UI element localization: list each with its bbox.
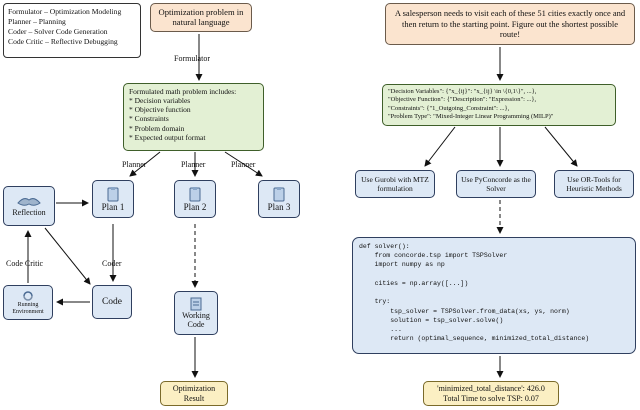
- final-result-box: 'minimized_total_distance': 426.0 Total …: [423, 381, 559, 406]
- final-line: Total Time to solve TSP: 0.07: [443, 393, 539, 403]
- structured-line: "Problem Type": "Mixed-Integer Linear Pr…: [388, 112, 554, 120]
- running-env-line: Environment: [12, 308, 44, 315]
- legend-line: Formulator – Optimization Modeling: [8, 7, 122, 16]
- code-line: [359, 288, 629, 297]
- arrow-formulated-to-plan3: [224, 151, 263, 177]
- code-line: tsp_solver = TSPSolver.from_data(xs, ys,…: [359, 307, 570, 315]
- formulated-item: * Decision variables: [129, 96, 191, 106]
- solver-code-block: def solver(): from concorde.tsp import T…: [352, 237, 636, 354]
- plan-2-box: Plan 2: [174, 180, 216, 218]
- plan-label: Plan 2: [183, 201, 207, 212]
- result-line: Result: [183, 393, 205, 403]
- optimization-result-box: Optimization Result: [160, 381, 228, 406]
- planner-label: Planner: [181, 160, 206, 169]
- code-line: import numpy as np: [359, 261, 445, 269]
- code-line: solution = tsp_solver.solve(): [359, 316, 504, 324]
- working-code-box: Working Code: [174, 291, 218, 335]
- result-line: Optimization: [172, 383, 216, 393]
- question-text: A salesperson needs to visit each of the…: [394, 8, 626, 40]
- formulated-problem-box: Formulated math problem includes: * Deci…: [123, 83, 264, 151]
- arrow-reflection-to-code: [44, 227, 91, 285]
- method-label: Use OR-Tools for Heuristic Methods: [566, 175, 622, 193]
- running-env-line: Running: [17, 301, 39, 308]
- clipboard-icon: [189, 186, 201, 202]
- method-label: Use PyConcorde as the Solver: [461, 175, 531, 193]
- formulator-label: Formulator: [174, 54, 210, 63]
- recycle-icon: [23, 291, 33, 301]
- method-ortools-box: Use OR-Tools for Heuristic Methods: [554, 170, 634, 198]
- legend-line: Planner – Planning: [8, 17, 66, 27]
- arrow-formulated-to-plan1: [129, 151, 161, 177]
- coder-label: Coder: [102, 259, 122, 268]
- planner-label: Planner: [122, 160, 147, 169]
- code-line: cities = np.array([...]): [359, 279, 469, 287]
- problem-box: Optimization problem in natural language: [150, 3, 252, 32]
- formulated-item: * Constraints: [129, 114, 169, 124]
- code-line: def solver():: [359, 243, 410, 250]
- clipboard-icon: [107, 186, 119, 202]
- code-box: Code: [92, 285, 132, 319]
- formulated-item: * Objective function: [129, 105, 191, 115]
- plan-1-box: Plan 1: [92, 180, 134, 218]
- code-line: ...: [359, 325, 402, 333]
- running-environment-box: Running Environment: [3, 285, 53, 320]
- plan-label: Plan 3: [267, 201, 291, 212]
- reflection-label: Reflection: [12, 208, 46, 218]
- formulated-item: * Problem domain: [129, 123, 185, 133]
- working-code-line: Working: [182, 310, 210, 320]
- role-legend: Formulator – Optimization Modeling Plann…: [3, 3, 141, 58]
- method-label: Use Gurobi with MTZ formulation: [361, 175, 429, 193]
- code-line: [359, 270, 629, 279]
- legend-line: Coder – Solver Code Generation: [8, 27, 108, 37]
- code-label: Code: [101, 296, 123, 307]
- final-line: 'minimized_total_distance': 426.0: [437, 383, 545, 393]
- structured-line: "Constraints": {"1_Outgoing_Constraint":…: [388, 104, 510, 112]
- plan-label: Plan 1: [101, 201, 125, 212]
- code-line: try:: [359, 298, 391, 306]
- planner-label: Planner: [231, 160, 256, 169]
- code-line: return (optimal_sequence, minimized_tota…: [359, 335, 590, 343]
- arrow-structured-to-method3: [544, 126, 578, 167]
- code-line: from concorde.tsp import TSPSolver: [359, 252, 508, 260]
- clipboard-icon: [273, 186, 285, 202]
- formulated-heading: Formulated math problem includes:: [129, 87, 237, 96]
- reflection-icon: [17, 198, 41, 207]
- working-code-line: Code: [187, 320, 205, 329]
- method-gurobi-box: Use Gurobi with MTZ formulation: [355, 170, 435, 198]
- plan-3-box: Plan 3: [258, 180, 300, 218]
- structured-formulation-box: "Decision Variables": {"x_{ij}": "x_{ij}…: [382, 84, 616, 126]
- legend-line: Code Critic – Reflective Debugging: [8, 37, 118, 47]
- code-document-icon: [190, 297, 202, 311]
- code-critic-label: Code Critic: [6, 259, 44, 268]
- problem-box-text: Optimization problem in natural language: [158, 6, 244, 27]
- structured-line: "Objective Function": {"Description": "E…: [388, 96, 537, 104]
- reflection-box: Reflection: [3, 186, 55, 226]
- arrow-structured-to-method1: [424, 126, 456, 167]
- method-pyconcorde-box: Use PyConcorde as the Solver: [456, 170, 536, 198]
- tsp-question-box: A salesperson needs to visit each of the…: [385, 3, 635, 45]
- structured-line: "Decision Variables": {"x_{ij}": "x_{ij}…: [388, 88, 537, 95]
- formulated-item: * Expected output format: [129, 132, 206, 142]
